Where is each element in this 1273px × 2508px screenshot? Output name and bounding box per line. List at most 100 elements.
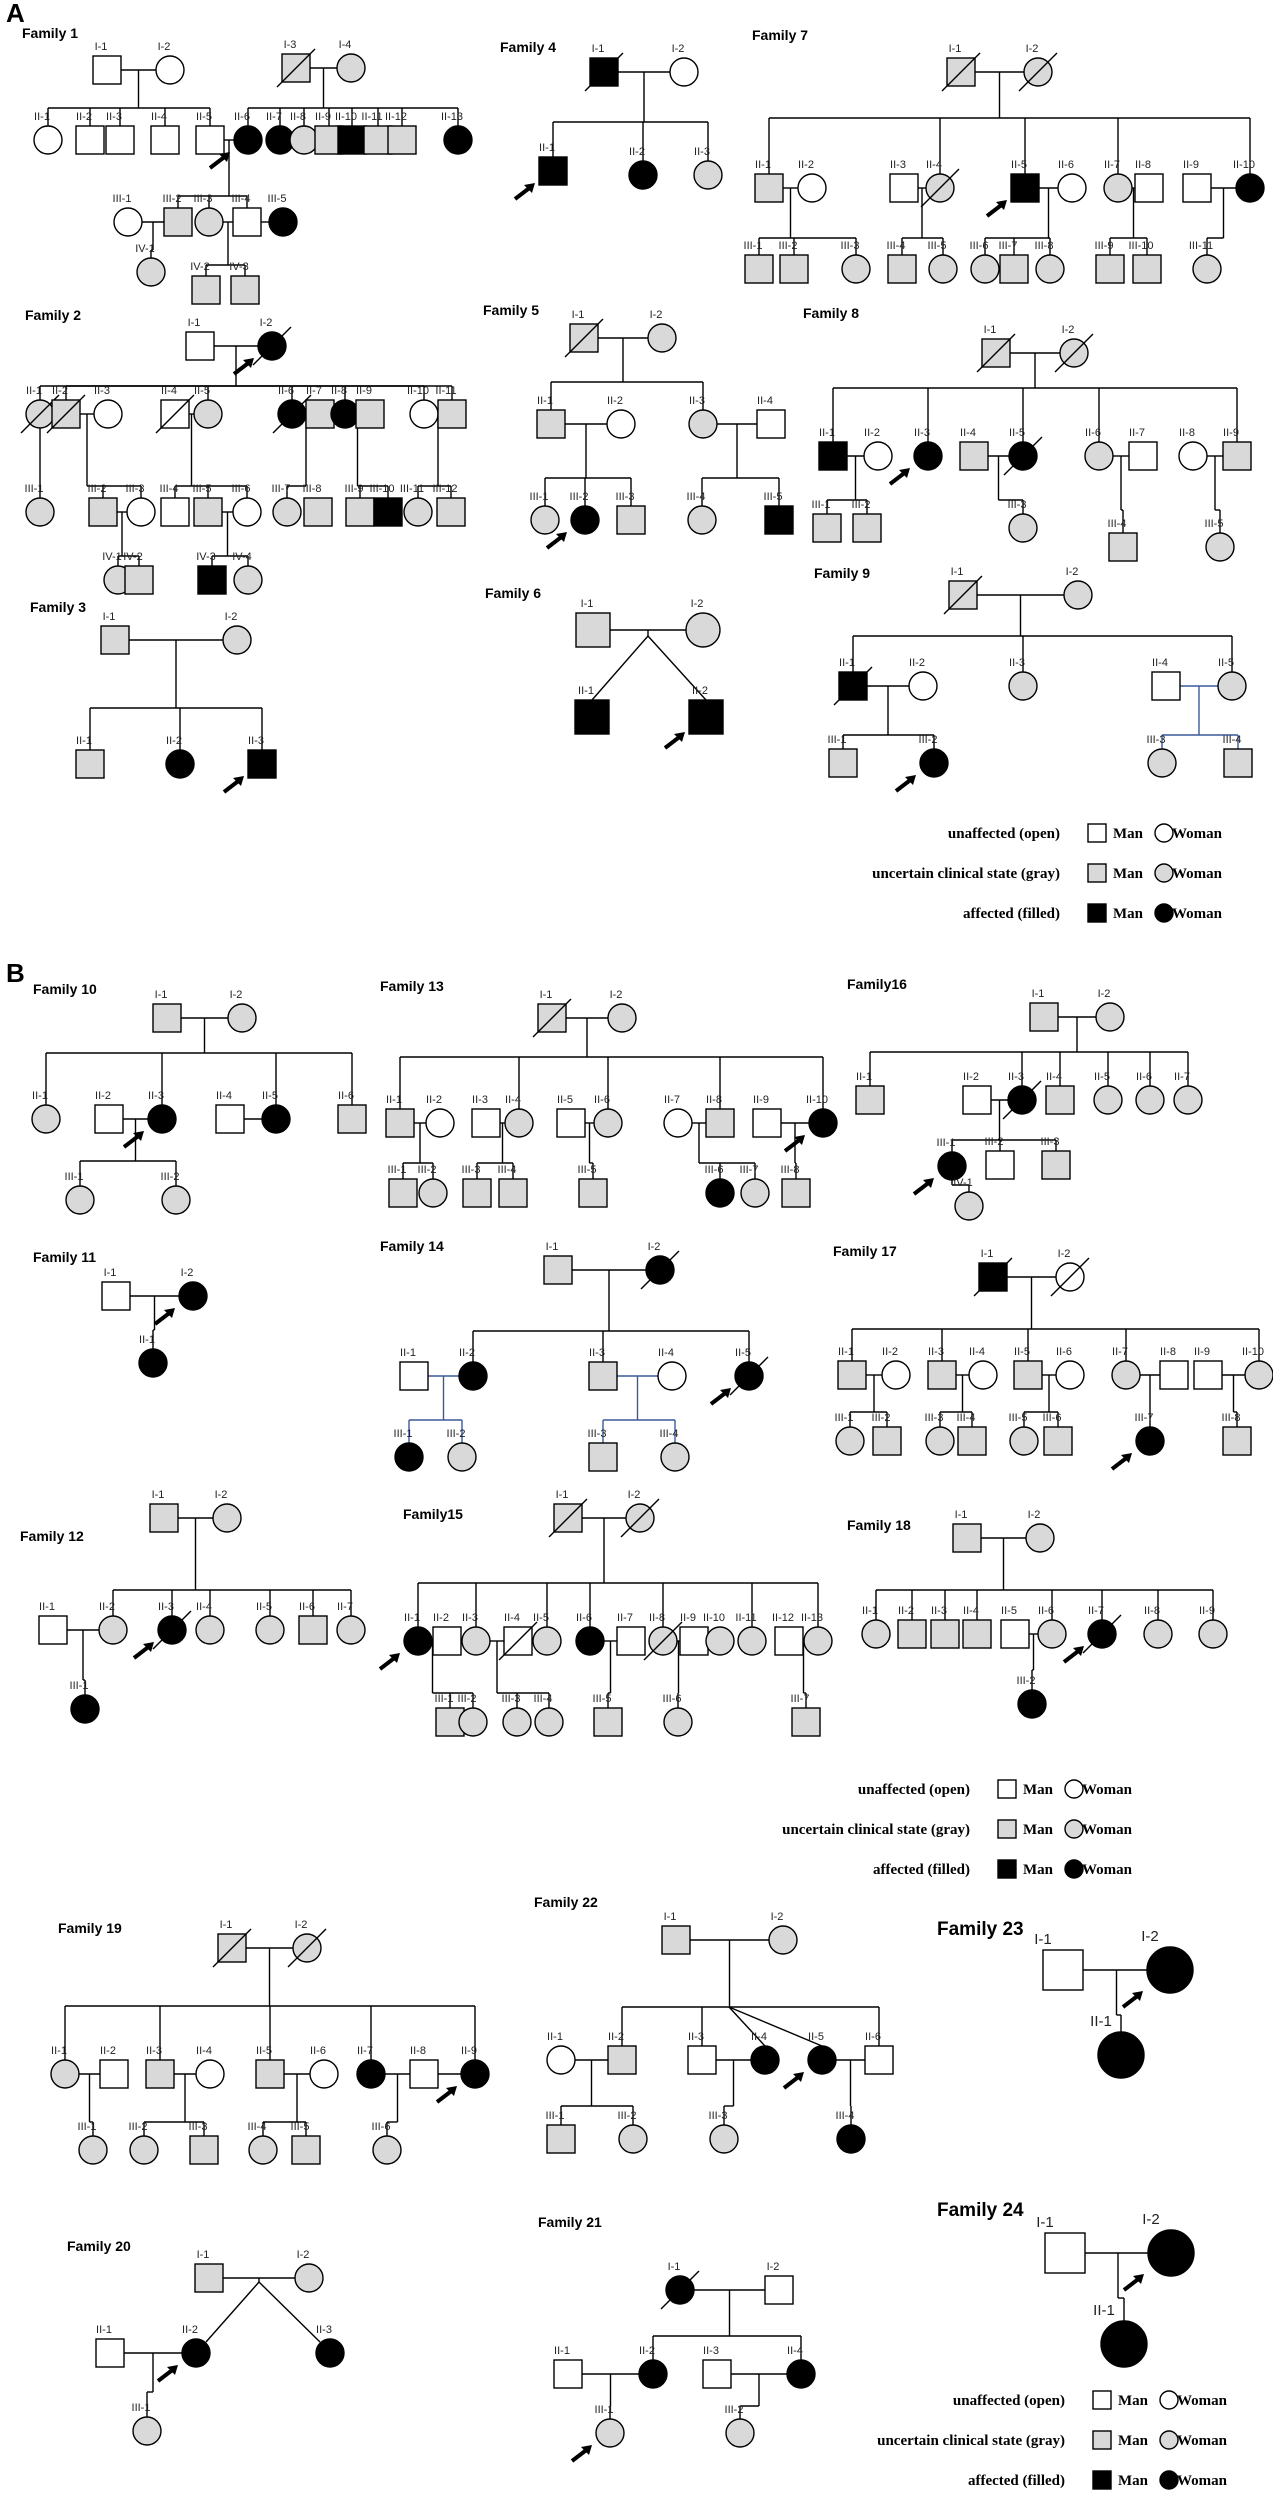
legend-man-symbol xyxy=(997,1819,1017,1839)
male-gray-symbol xyxy=(337,1104,367,1134)
female-gray-symbol xyxy=(685,612,721,648)
female-gray-symbol xyxy=(78,2135,108,2165)
male-open-symbol xyxy=(38,1615,68,1645)
family-title: Family 7 xyxy=(752,27,808,43)
individual-label: II-4 xyxy=(658,1347,674,1359)
female-gray-symbol xyxy=(725,2418,755,2448)
individual-label: I-1 xyxy=(984,324,997,336)
individual-label: II-3 xyxy=(316,2324,332,2336)
individual-label: III-4 xyxy=(534,1693,553,1705)
individual-label: II-3 xyxy=(248,735,264,747)
individual-label: II-6 xyxy=(1038,1605,1054,1617)
individual-label: II-5 xyxy=(262,1090,278,1102)
individual-label: I-1 xyxy=(981,1248,994,1260)
family-title: Family 24 xyxy=(937,2200,1024,2221)
female-open-symbol xyxy=(908,671,938,701)
individual-label: III-9 xyxy=(1095,240,1114,252)
female-gray-symbol xyxy=(928,254,958,284)
individual-label: III-2 xyxy=(725,2404,744,2416)
deceased-slash xyxy=(1018,52,1058,92)
individual-label: III-12 xyxy=(432,483,457,495)
proband-arrow-icon xyxy=(219,152,230,162)
deceased-slash xyxy=(584,52,624,92)
legend-woman-symbol xyxy=(1064,1779,1084,1799)
individual-label: IV-3 xyxy=(196,551,216,563)
male-gray-symbol xyxy=(230,275,260,305)
female-gray-symbol xyxy=(1111,1360,1141,1390)
female-gray-symbol xyxy=(861,1619,891,1649)
male-gray-symbol xyxy=(959,441,989,471)
deceased-slash xyxy=(1002,1080,1042,1120)
individual-label: II-3 xyxy=(694,146,710,158)
individual-label: II-6 xyxy=(310,2045,326,2057)
individual-label: II-4 xyxy=(196,1601,212,1613)
male-open-symbol xyxy=(553,2359,583,2389)
individual-label: I-2 xyxy=(767,2261,780,2273)
female-filled-symbol xyxy=(1235,173,1265,203)
female-filled-symbol xyxy=(913,441,943,471)
female-gray-symbol xyxy=(227,1003,257,1033)
male-open-symbol xyxy=(1193,1360,1223,1390)
individual-label: I-1 xyxy=(951,566,964,578)
individual-label: II-4 xyxy=(504,1612,520,1624)
female-gray-symbol xyxy=(768,1925,798,1955)
individual-label: II-1 xyxy=(96,2324,112,2336)
panel-label: A xyxy=(6,0,25,28)
individual-label: I-2 xyxy=(230,989,243,1001)
individual-label: II-8 xyxy=(331,385,347,397)
deceased-slash xyxy=(276,48,316,88)
individual-label: II-3 xyxy=(106,111,122,123)
male-open-symbol xyxy=(101,1281,131,1311)
legend-label: uncertain clinical state (gray) xyxy=(782,1822,970,1838)
male-gray-symbol xyxy=(191,275,221,305)
individual-label: II-7 xyxy=(357,2045,373,2057)
male-open-symbol xyxy=(1000,1619,1030,1649)
individual-label: II-7 xyxy=(266,111,282,123)
individual-label: III-3 xyxy=(588,1428,607,1440)
individual-label: III-5 xyxy=(1009,1412,1028,1424)
male-open-symbol xyxy=(556,1108,586,1138)
proband-arrow-icon xyxy=(923,1178,934,1188)
individual-label: II-7 xyxy=(1104,159,1120,171)
female-gray-symbol xyxy=(647,323,677,353)
individual-label: II-2 xyxy=(52,385,68,397)
female-gray-symbol xyxy=(1009,1426,1039,1456)
individual-label: II-8 xyxy=(649,1612,665,1624)
individual-label: I-2 xyxy=(295,1919,308,1931)
female-gray-symbol xyxy=(1205,532,1235,562)
deceased-slash xyxy=(212,1928,252,1968)
legend-woman-symbol xyxy=(1154,823,1174,843)
individual-label: I-2 xyxy=(771,1911,784,1923)
family-title: Family 23 xyxy=(937,1919,1024,1940)
female-gray-symbol xyxy=(194,207,224,237)
individual-label: III-4 xyxy=(498,1164,517,1176)
individual-label: III-2 xyxy=(163,193,182,205)
legend-woman-label: Woman xyxy=(1082,1862,1133,1878)
male-gray-symbol xyxy=(546,2124,576,2154)
legend-woman-symbol xyxy=(1154,903,1174,923)
individual-label: III-10 xyxy=(1128,240,1153,252)
individual-label: III-3 xyxy=(502,1693,521,1705)
deceased-slash xyxy=(643,1621,683,1661)
female-gray-symbol xyxy=(1093,1085,1123,1115)
female-gray-symbol xyxy=(222,625,252,655)
female-gray-symbol xyxy=(705,1626,735,1656)
male-filled-symbol xyxy=(373,497,403,527)
individual-label: II-2 xyxy=(99,1601,115,1613)
male-open-symbol xyxy=(1182,173,1212,203)
family-title: Family 13 xyxy=(380,978,444,994)
deceased-slash xyxy=(532,998,572,1038)
individual-label: III-1 xyxy=(113,193,132,205)
individual-label: II-2 xyxy=(882,1346,898,1358)
male-open-symbol xyxy=(150,125,180,155)
individual-label: III-2 xyxy=(161,1171,180,1183)
legend-woman-label: Woman xyxy=(1172,826,1223,842)
proband-arrow-icon xyxy=(1132,1991,1143,2001)
female-gray-symbol xyxy=(129,2135,159,2165)
individual-label: II-3 xyxy=(1008,1071,1024,1083)
individual-label: II-5 xyxy=(1014,1346,1030,1358)
legend-man-label: Man xyxy=(1118,2473,1149,2489)
legend-woman-label: Woman xyxy=(1172,866,1223,882)
individual-label: II-1 xyxy=(1093,2302,1115,2319)
